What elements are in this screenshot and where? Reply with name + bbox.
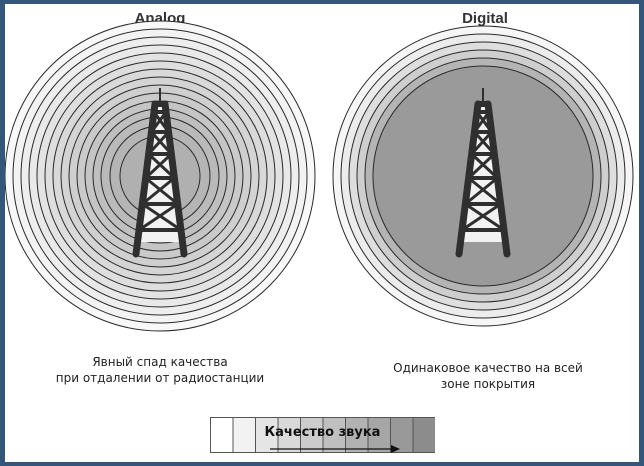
quality-segment [210, 417, 234, 453]
sound-quality-bar: Качество звука [210, 417, 436, 453]
quality-gradient-segments [210, 417, 436, 453]
diagram-frame: Analog Digital Явный спад качества при о… [5, 4, 639, 462]
analog-coverage-rings [5, 20, 316, 332]
analog-caption-line-2: при отдалении от радиостанции [55, 371, 265, 385]
coverage-diagrams [5, 20, 634, 332]
analog-caption-line-1: Явный спад качества [92, 355, 228, 369]
analog-radio-tower-icon [132, 88, 188, 258]
quality-segment [255, 417, 279, 453]
digital-title: Digital [462, 10, 508, 27]
digital-radio-tower-icon [455, 88, 511, 258]
digital-caption-line-2: зоне покрытия [440, 377, 536, 391]
quality-segment [277, 417, 301, 453]
quality-segment [412, 417, 436, 453]
analog-caption: Явный спад качества при отдалении от рад… [10, 354, 310, 386]
quality-segment [367, 417, 391, 453]
quality-segment [322, 417, 346, 453]
quality-segment [300, 417, 324, 453]
quality-segment [345, 417, 369, 453]
quality-segment [232, 417, 256, 453]
digital-caption-line-1: Одинаковое качество на всей [393, 361, 583, 375]
digital-caption: Одинаковое качество на всей зоне покрыти… [338, 360, 638, 392]
quality-arrowhead [391, 445, 400, 453]
